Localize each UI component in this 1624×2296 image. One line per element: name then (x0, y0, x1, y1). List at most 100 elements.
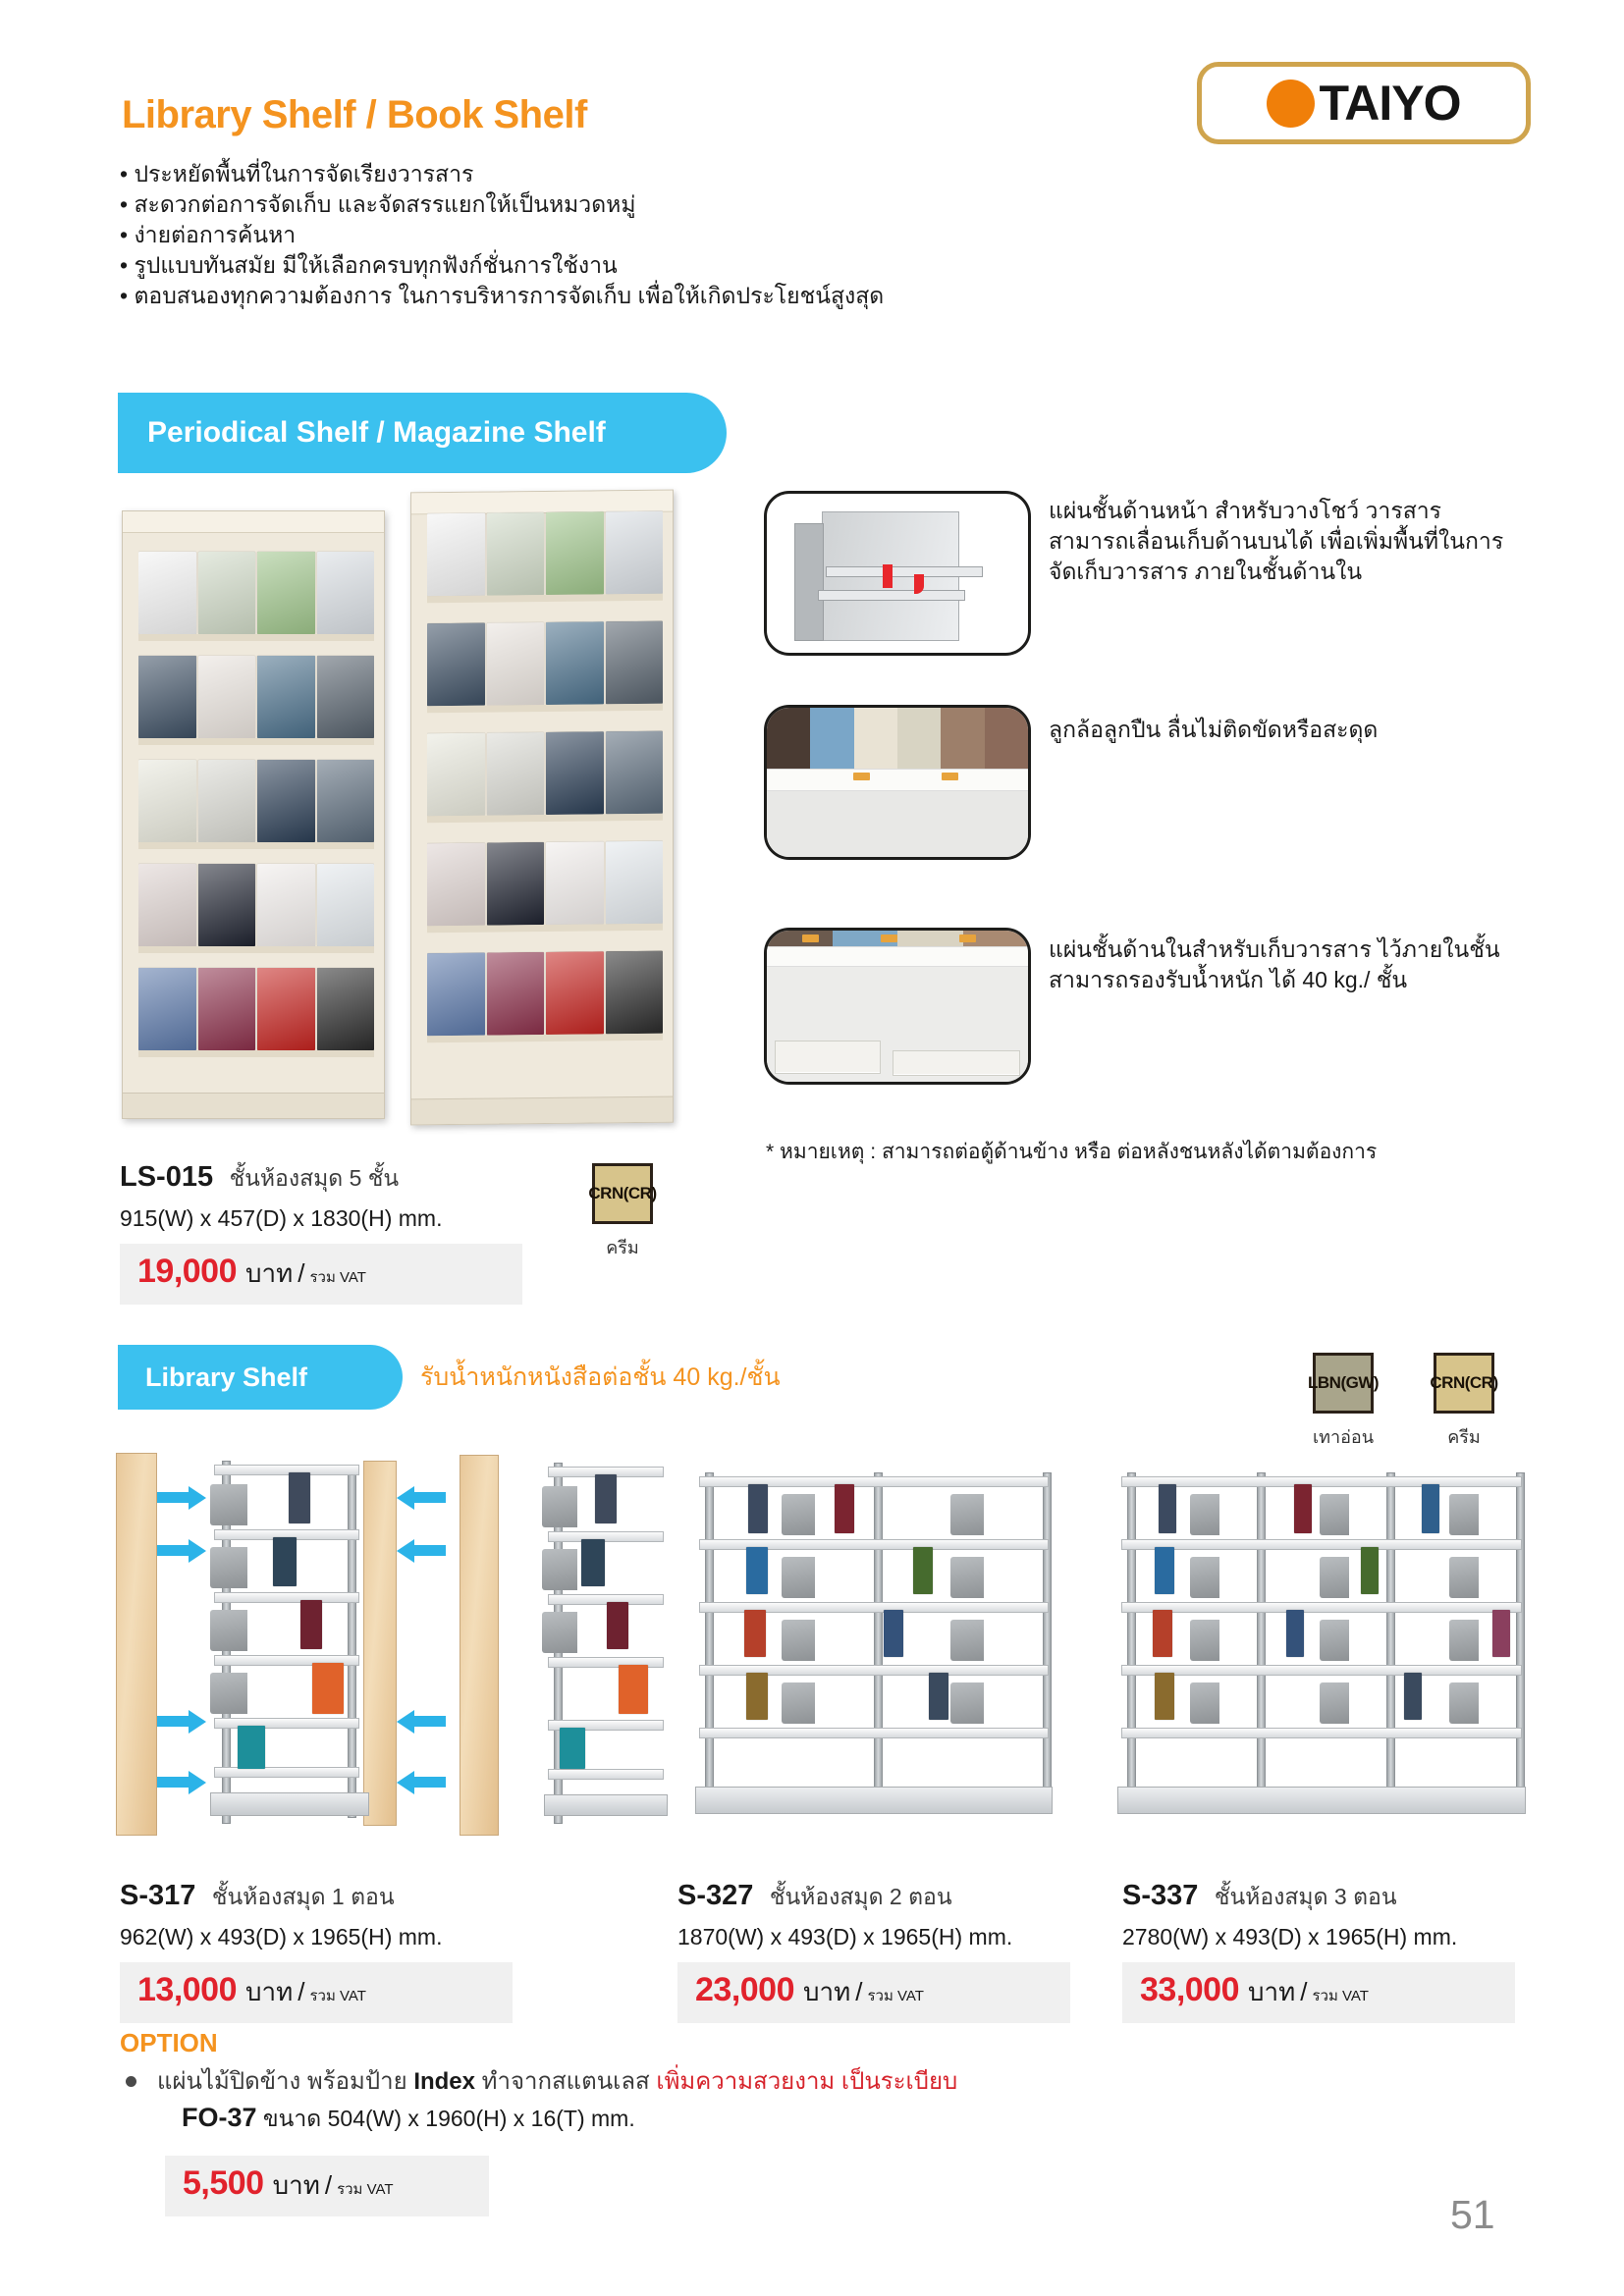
shelved-book (748, 1484, 768, 1533)
shelved-book (312, 1663, 344, 1714)
magazine-cover (486, 621, 544, 706)
price-amount: 13,000 (137, 1971, 238, 2008)
shelved-book (744, 1610, 766, 1657)
shelf-board (214, 1465, 359, 1475)
shelf-upright-post (1043, 1472, 1052, 1806)
magazine-tier (427, 943, 663, 1043)
page-number: 51 (1450, 2192, 1495, 2237)
price-amount: 19,000 (137, 1253, 238, 1290)
shelf-base (210, 1792, 369, 1816)
magazine-cover (257, 760, 315, 842)
price-vat-note: รวม VAT (337, 2181, 394, 2198)
product-code: S-317 (120, 1880, 196, 1911)
magazine-tier (138, 961, 374, 1057)
wood-end-panel (363, 1461, 397, 1826)
shelf-board (1121, 1476, 1522, 1487)
price-separator: / (324, 2170, 333, 2200)
magazine-cover (257, 552, 315, 634)
book-divider (1449, 1494, 1479, 1535)
shelved-book (1155, 1547, 1174, 1594)
shelved-book (238, 1726, 265, 1769)
product-description: ชั้นห้องสมุด 2 ตอน (769, 1884, 952, 1909)
magazine-cover (486, 511, 544, 596)
cabinet-base (411, 1095, 673, 1125)
section-banner-periodical: Periodical Shelf / Magazine Shelf (118, 393, 727, 473)
shelf-label-tag (881, 934, 897, 942)
banner-label: Periodical Shelf / Magazine Shelf (147, 416, 606, 449)
shelf-base (1117, 1787, 1526, 1814)
book-divider (210, 1484, 247, 1525)
option-text-mid: ทำจากสแตนเลส (475, 2068, 657, 2095)
assembly-arrow-right-icon (189, 1486, 206, 1510)
magazine-cover (605, 620, 663, 705)
feature-photo-ball-bearing-rollers (764, 705, 1031, 860)
magazine-cover (316, 656, 374, 738)
magazine-cover (197, 968, 255, 1050)
photo-shelf-lip (767, 769, 1028, 790)
book-divider (1320, 1557, 1349, 1598)
shelf-board (548, 1657, 664, 1668)
shelved-book (595, 1474, 617, 1523)
diagram-cabinet-side (794, 523, 824, 641)
magazine-cover (138, 968, 196, 1050)
magazine-cover (427, 952, 485, 1037)
price-vat-note: รวม VAT (309, 1988, 366, 2004)
magazine-cover (138, 656, 196, 738)
book-divider (1449, 1620, 1479, 1661)
feature-description-1: แผ่นชั้นด้านหน้า สำหรับวางโชว์ วารสารสาม… (1049, 498, 1504, 584)
shelf-board (214, 1655, 359, 1666)
product-dimensions: 2780(W) x 493(D) x 1965(H) mm. (1122, 1924, 1458, 1949)
price-bar: 13,000 บาท / รวม VAT (120, 1962, 513, 2023)
magazine-cover (197, 656, 255, 738)
price-bar: 5,500 บาท / รวม VAT (165, 2156, 489, 2216)
magazine-cover (605, 510, 663, 595)
price-separator: / (1300, 1977, 1308, 2006)
wood-end-panel (116, 1453, 157, 1836)
bullet-item: • ประหยัดพื้นที่ในการจัดเรียงวารสาร (120, 161, 474, 187)
magazine-tier (427, 833, 663, 934)
feature-diagram-sliding-shelf (764, 491, 1031, 656)
price-bar: 23,000 บาท / รวม VAT (677, 1962, 1070, 2023)
product-heading: S-327 ชั้นห้องสมุด 2 ตอน (677, 1880, 1070, 1915)
book-divider (1320, 1682, 1349, 1724)
product-description: ชั้นห้องสมุด 5 ชั้น (229, 1165, 400, 1191)
product-description: ชั้นห้องสมุด 3 ตอน (1214, 1884, 1397, 1909)
swatch-code: LBN (1307, 1373, 1341, 1392)
product-code: LS-015 (120, 1161, 214, 1193)
shelf-board (699, 1728, 1049, 1738)
product-code: S-327 (677, 1880, 754, 1911)
magazine-cover (197, 760, 255, 842)
magazine-tier (427, 504, 663, 604)
taiyo-logo: TAIYO (1197, 62, 1531, 144)
option-bullet-icon (126, 2076, 136, 2087)
book-divider (1449, 1682, 1479, 1724)
product-heading: S-337 ชั้นห้องสมุด 3 ตอน (1122, 1880, 1515, 1915)
shelf-label-tag (802, 934, 819, 942)
book-divider (782, 1557, 815, 1598)
diagram-red-arrow-icon (914, 574, 924, 594)
book-divider (782, 1494, 815, 1535)
magazine-cover (546, 951, 604, 1035)
shelf-board (1121, 1602, 1522, 1613)
swatch-variant: (CR) (623, 1184, 657, 1202)
shelved-book (273, 1537, 297, 1586)
feature-description-2: ลูกล้อลูกปืน ลื่นไม่ติดขัดหรือสะดุด (1049, 717, 1379, 742)
library-shelf-photo-s337 (1110, 1463, 1561, 1845)
assembly-arrow-stem (414, 1777, 446, 1788)
page-title: Library Shelf / Book Shelf (122, 93, 587, 136)
assembly-arrow-left-icon (397, 1771, 414, 1794)
color-swatch-lbn: LBN(GW) เทาอ่อน (1308, 1353, 1380, 1451)
shelf-upright-post (874, 1472, 883, 1806)
shelf-base (695, 1787, 1053, 1814)
magazine-shelf-photo-right (410, 489, 674, 1126)
shelf-board (699, 1539, 1049, 1550)
bullet-item: • สะดวกต่อการจัดเก็บ และจัดสรรแยกให้เป็น… (120, 191, 636, 217)
shelf-board (1121, 1728, 1522, 1738)
price-currency: บาท (1248, 1977, 1296, 2006)
assembly-arrow-left-icon (397, 1486, 414, 1510)
book-divider (782, 1682, 815, 1724)
shelf-base (544, 1794, 668, 1816)
shelved-book (300, 1600, 322, 1649)
product-block-s317: S-317 ชั้นห้องสมุด 1 ตอน 962(W) x 493(D)… (120, 1880, 513, 2023)
